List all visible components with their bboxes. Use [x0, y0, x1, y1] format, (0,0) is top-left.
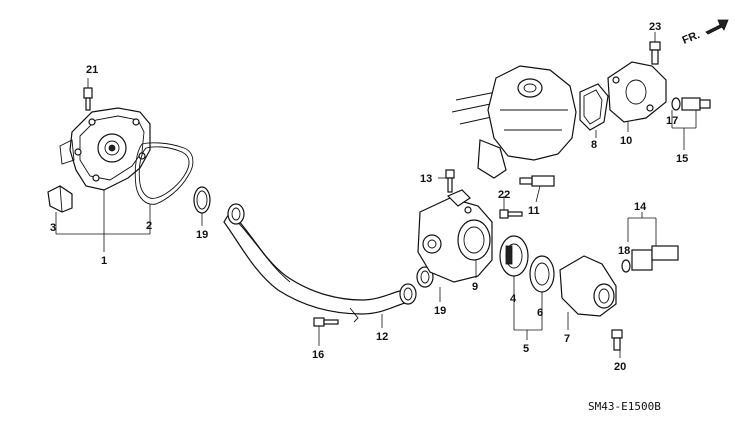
bolt-16 — [313, 317, 339, 346]
callout-labels: 21 2 3 1 19 16 12 19 9 4 6 5 7 20 13 22 … — [50, 21, 688, 373]
thermostat — [499, 235, 529, 277]
callout-3: 3 — [50, 222, 56, 234]
callout-18: 18 — [618, 245, 630, 257]
callout-19-center: 19 — [434, 305, 446, 317]
callout-13: 13 — [420, 173, 432, 185]
o-ring-19-left — [193, 186, 211, 214]
water-pump — [59, 107, 151, 191]
callout-21: 21 — [86, 64, 98, 76]
callout-10: 10 — [620, 135, 632, 147]
front-direction-indicator: FR. — [681, 19, 729, 47]
bolt-21 — [83, 78, 93, 111]
water-outlet-10 — [607, 61, 667, 123]
front-direction-label: FR. — [681, 29, 702, 47]
bolt-13 — [445, 169, 455, 193]
callout-9: 9 — [472, 281, 478, 293]
callout-17: 17 — [666, 115, 678, 127]
thermostat-gasket — [529, 255, 555, 293]
callout-8: 8 — [591, 139, 597, 151]
outlet-gasket — [579, 83, 609, 131]
callout-1: 1 — [101, 255, 107, 267]
callout-12: 12 — [376, 331, 388, 343]
callout-23: 23 — [649, 21, 661, 33]
bolt-22 — [499, 209, 523, 219]
sensor-switch-14 — [621, 245, 679, 273]
callout-14: 14 — [634, 201, 647, 213]
water-outlet-housing — [451, 65, 577, 179]
callout-5: 5 — [523, 343, 529, 355]
callout-22: 22 — [498, 189, 510, 201]
bolt-20 — [611, 329, 623, 351]
callout-2: 2 — [146, 220, 152, 232]
o-ring-19-center — [416, 266, 434, 288]
pump-gasket — [134, 142, 194, 205]
bracket-3 — [47, 185, 73, 213]
leader-lines — [55, 32, 697, 358]
callout-15: 15 — [676, 153, 688, 165]
thermostat-housing — [417, 189, 493, 283]
callout-7: 7 — [564, 333, 570, 345]
callout-6: 6 — [537, 307, 543, 319]
bolt-23 — [649, 41, 661, 65]
callout-11: 11 — [528, 205, 540, 217]
callout-19-left: 19 — [196, 229, 208, 241]
callout-16: 16 — [312, 349, 324, 361]
callout-4: 4 — [510, 293, 517, 305]
callout-20: 20 — [614, 361, 626, 373]
coolant-sensor-17 — [671, 97, 711, 111]
thermostat-cover — [559, 255, 617, 317]
diagram-code: SM43-E1500B — [588, 400, 661, 413]
temperature-sensor-11 — [519, 175, 555, 203]
direction-arrow-icon — [705, 19, 729, 35]
water-pipe — [223, 203, 417, 323]
